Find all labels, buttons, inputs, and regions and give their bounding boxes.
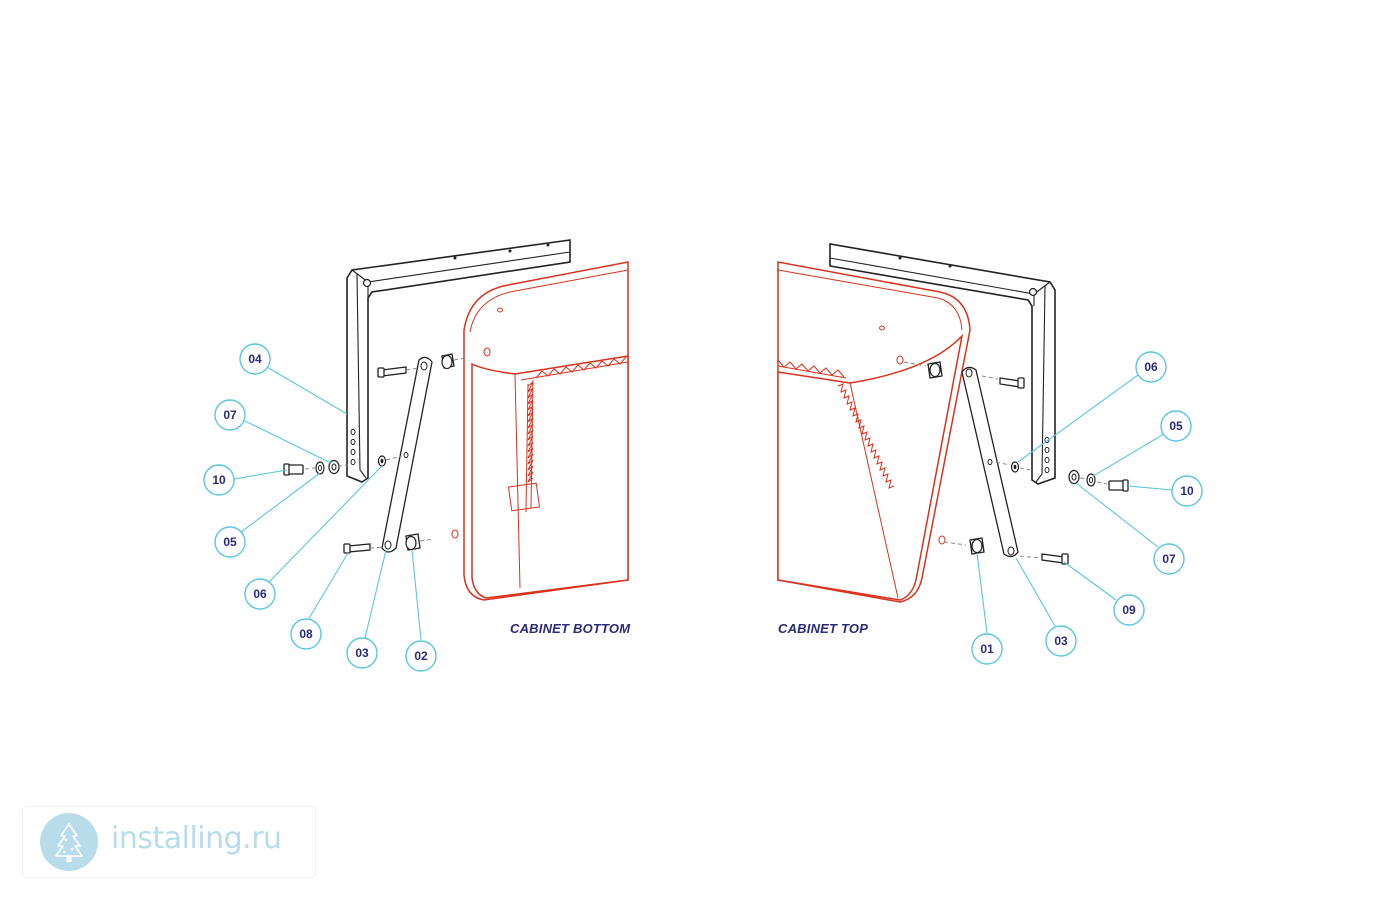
left-assembly: 04 07 10 05 06 08 03 02 bbox=[203, 239, 629, 672]
left-hardware bbox=[283, 353, 467, 554]
right-cabinet bbox=[777, 261, 971, 603]
callout-07: 07 bbox=[214, 399, 246, 431]
left-cabinet bbox=[451, 261, 629, 601]
left-leader-lines bbox=[233, 366, 422, 641]
callout-10-label: 10 bbox=[212, 473, 226, 487]
watermark-text: installing.ru bbox=[111, 821, 282, 856]
right-assembly: 06 05 10 07 09 03 01 bbox=[777, 243, 1203, 665]
callout-06-label: 06 bbox=[253, 587, 267, 601]
watermark: installing.ru bbox=[22, 806, 316, 878]
right-frame bbox=[829, 243, 1056, 485]
callout-06-right: 06 bbox=[1135, 351, 1167, 383]
callout-04-label: 04 bbox=[248, 352, 262, 366]
left-cabinet-grille bbox=[527, 381, 534, 483]
left-frame bbox=[346, 239, 571, 483]
callout-04: 04 bbox=[239, 343, 271, 375]
callout-03: 03 bbox=[346, 637, 378, 669]
right-link-bar bbox=[961, 366, 1019, 558]
callout-07-right-label: 07 bbox=[1162, 552, 1176, 566]
tree-logo-icon bbox=[40, 813, 98, 871]
callout-10-right-label: 10 bbox=[1180, 484, 1194, 498]
callout-02-label: 02 bbox=[414, 649, 428, 663]
cabinet-bottom-label: CABINET BOTTOM bbox=[510, 621, 631, 636]
callout-10: 10 bbox=[203, 464, 235, 496]
callout-08-label: 08 bbox=[299, 627, 313, 641]
right-cabinet-grille bbox=[837, 383, 895, 489]
callout-02: 02 bbox=[405, 640, 437, 672]
callout-01-right-label: 01 bbox=[980, 642, 994, 656]
right-hardware bbox=[903, 361, 1129, 565]
cabinet-top-label: CABINET TOP bbox=[778, 621, 869, 636]
callout-06-right-label: 06 bbox=[1144, 360, 1158, 374]
callout-05: 05 bbox=[214, 526, 246, 558]
callout-08: 08 bbox=[290, 618, 322, 650]
callout-10-right: 10 bbox=[1171, 475, 1203, 507]
callout-09-right-label: 09 bbox=[1122, 603, 1136, 617]
callout-05-right: 05 bbox=[1160, 410, 1192, 442]
callout-05-label: 05 bbox=[223, 535, 237, 549]
callout-07-label: 07 bbox=[223, 408, 237, 422]
right-leader-lines bbox=[976, 374, 1173, 634]
callout-03-right: 03 bbox=[1045, 625, 1077, 657]
callout-07-right: 07 bbox=[1153, 543, 1185, 575]
callout-03-label: 03 bbox=[355, 646, 369, 660]
left-link-bar bbox=[381, 356, 433, 553]
callout-09-right: 09 bbox=[1113, 594, 1145, 626]
callout-06: 06 bbox=[244, 578, 276, 610]
callout-03-right-label: 03 bbox=[1054, 634, 1068, 648]
callout-05-right-label: 05 bbox=[1169, 419, 1183, 433]
callout-01-right: 01 bbox=[971, 633, 1003, 665]
